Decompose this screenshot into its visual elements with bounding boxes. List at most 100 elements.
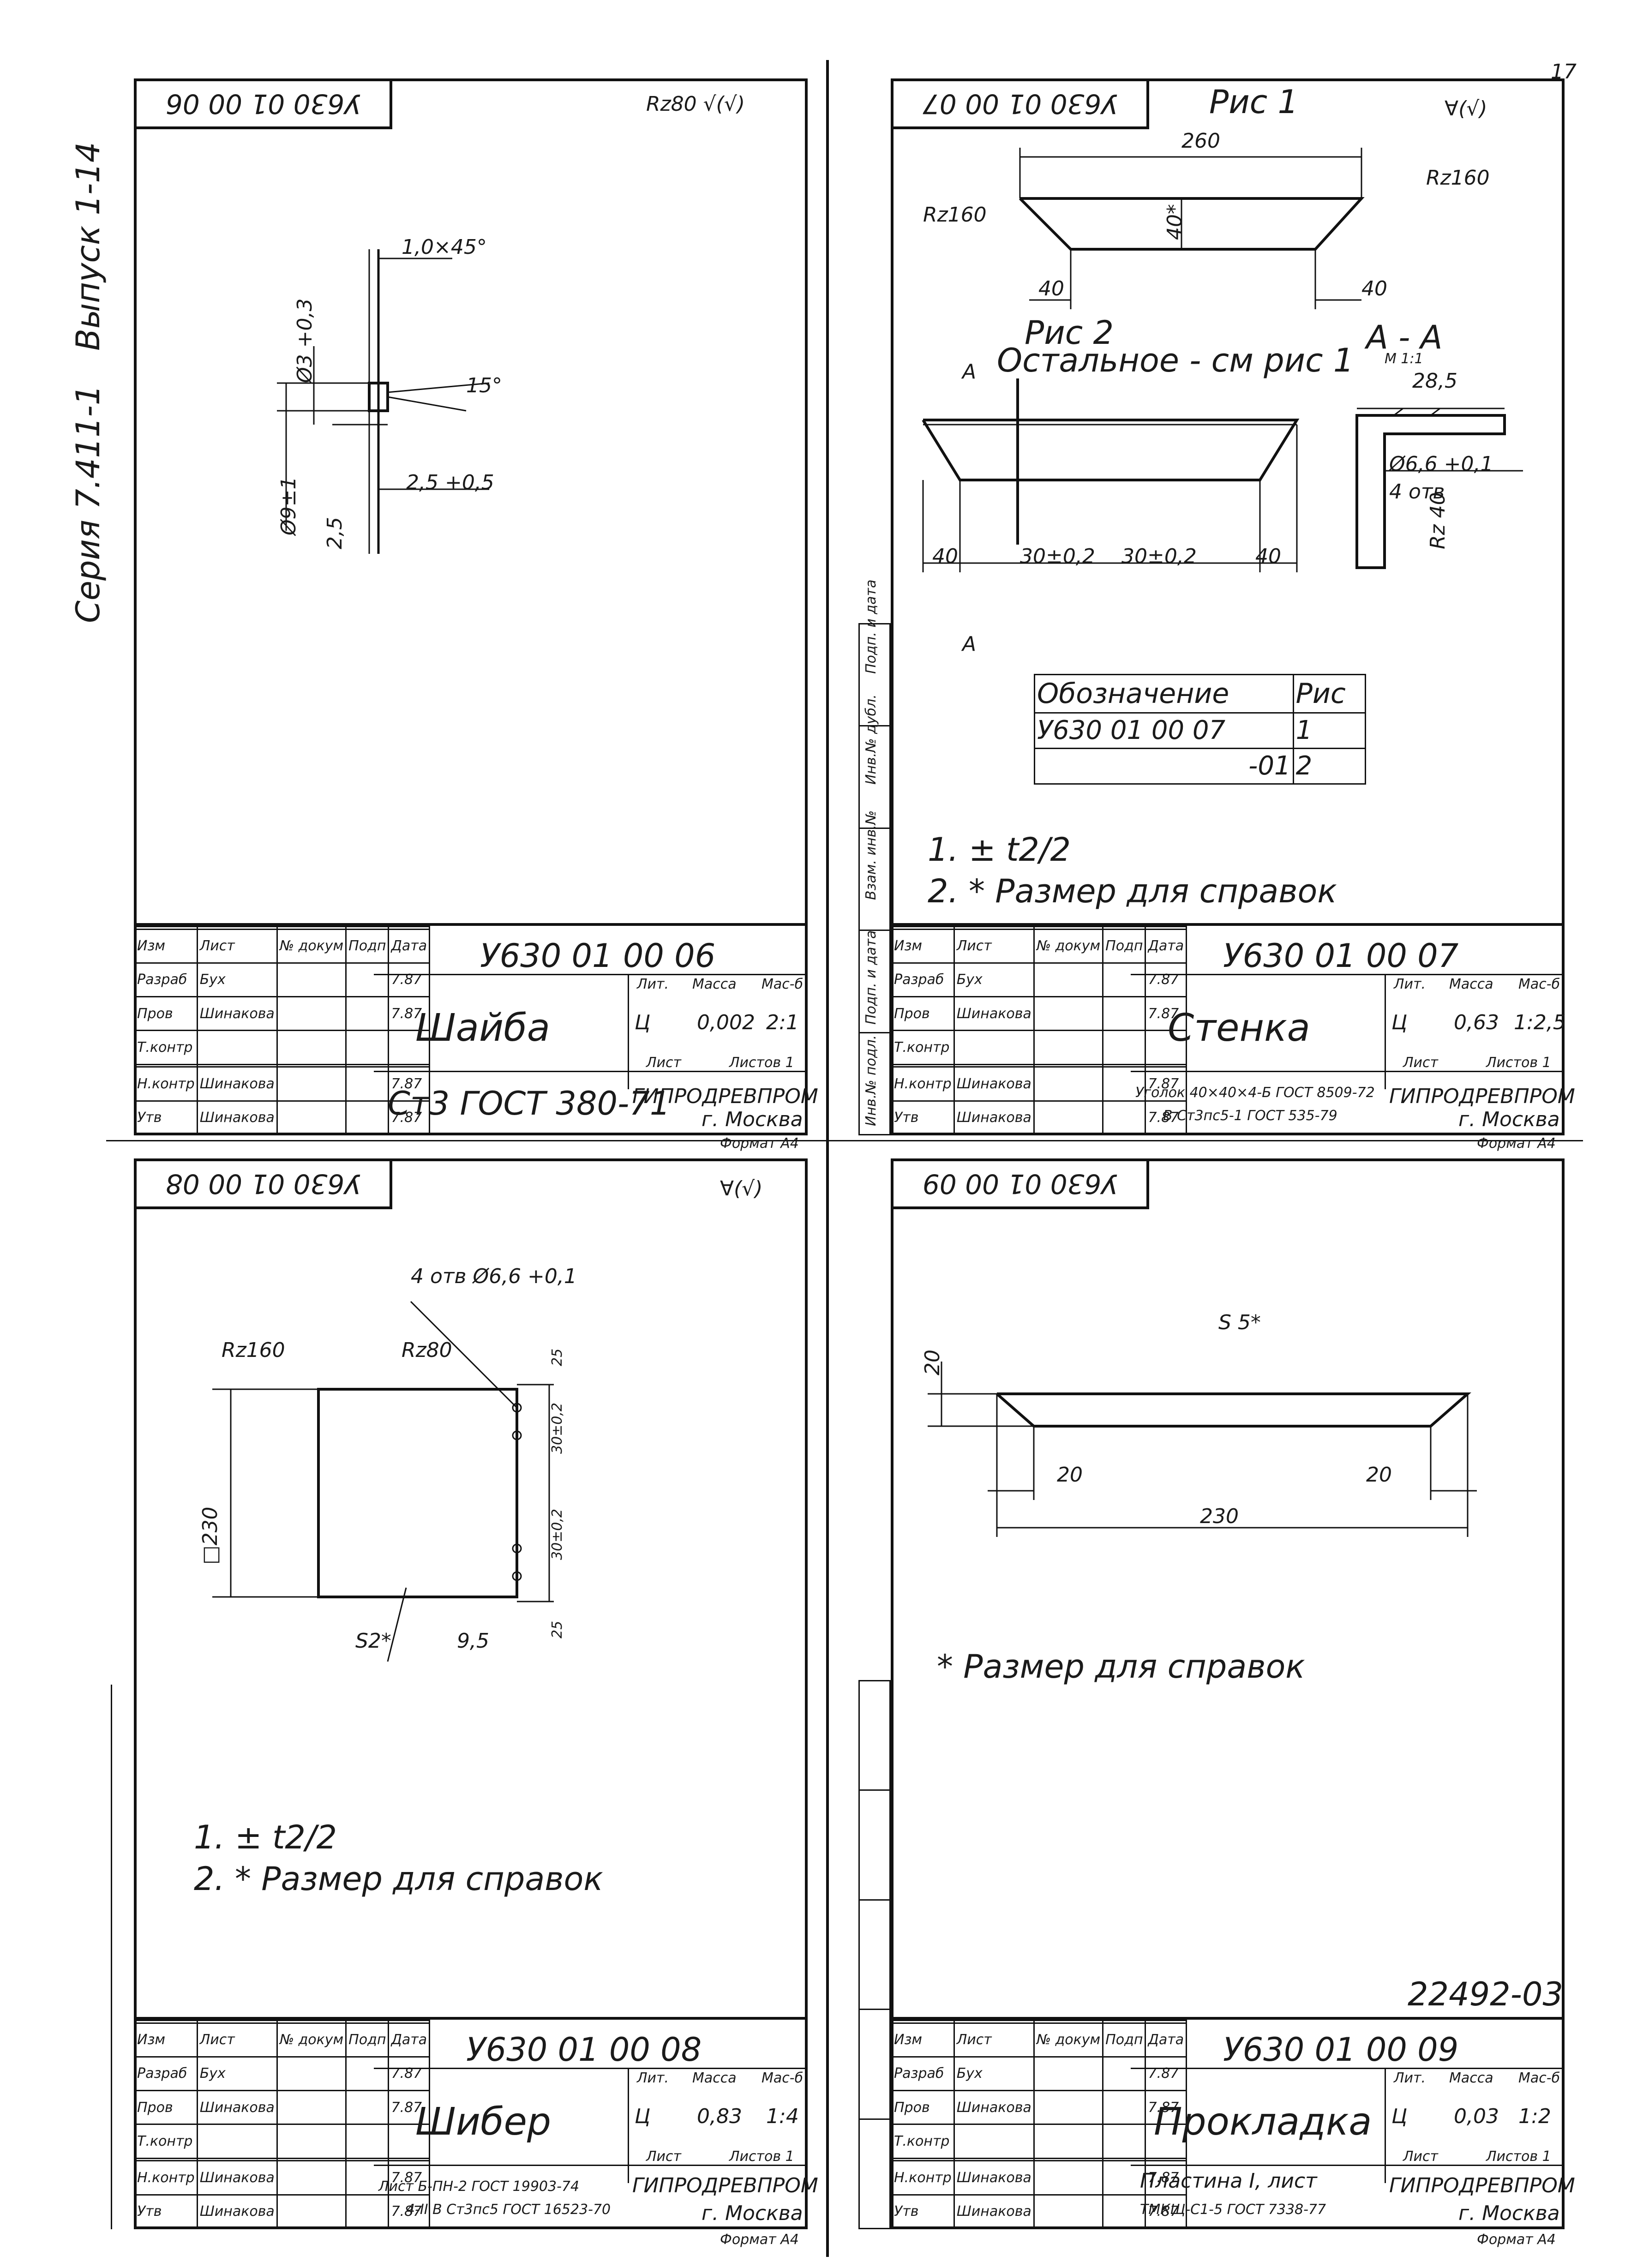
sheet-2-sheets-label: Листов 1 bbox=[1486, 1055, 1551, 1071]
sheet-4-org: ГИПРОДРЕВПРОМ bbox=[1389, 2174, 1575, 2197]
sheet-3-tb-sep1 bbox=[628, 2068, 629, 2183]
sheet-2-sheet-label: Лист bbox=[1403, 1055, 1439, 1071]
sheet-3-tb-mid bbox=[374, 2068, 808, 2069]
sheet-4-scale-label: Мас-б bbox=[1518, 2070, 1560, 2086]
sheet-1-sheets-label: Листов 1 bbox=[729, 1055, 794, 1071]
sheet-1-org: ГИПРОДРЕВПРОМ bbox=[632, 1085, 818, 1108]
variants-header-designation: Обозначение bbox=[1034, 674, 1294, 714]
sheet-2-lit-label: Лит. bbox=[1394, 976, 1426, 992]
issue-label: Выпуск 1-14 bbox=[69, 142, 107, 351]
sheet-1-tb-mat-line bbox=[374, 1071, 808, 1072]
sheet-1-name: Шайба bbox=[415, 1006, 551, 1050]
sheet-3-lit: Ц bbox=[635, 2105, 651, 2128]
sheet-2-code-box: У630 01 00 07 bbox=[891, 78, 1149, 129]
sheet-1-dim-chamfer: 1,0×45° bbox=[402, 235, 487, 259]
sheet-4-flipped-code: У630 01 00 09 bbox=[922, 1168, 1118, 1200]
sheet-3-mass-label: Масса bbox=[692, 2070, 737, 2086]
stamp-label-2: Взам. инв.№ bbox=[863, 810, 879, 900]
sheet-1-format: Формат А4 bbox=[720, 1135, 799, 1152]
sheet-2-fig1-drawing bbox=[1019, 148, 1365, 309]
sheet-1-lit: Ц bbox=[635, 1011, 651, 1034]
sheet-1-dim-outer: Ø9±1 bbox=[277, 476, 300, 536]
sheet-3-tb-mat-line bbox=[374, 2165, 808, 2166]
sheet-3-note-2: 2. * Размер для справок bbox=[194, 1860, 603, 1898]
sheet-4-material-1: Пластина I, лист bbox=[1140, 2169, 1317, 2193]
sheet-2-lit: Ц bbox=[1391, 1011, 1408, 1034]
sheet-2-city: г. Москва bbox=[1458, 1108, 1560, 1131]
sheet-2-dim-height: 40* bbox=[1163, 204, 1187, 240]
sheet-2-dim-40-left: 40 bbox=[1038, 277, 1064, 300]
sheet-4-mass-label: Масса bbox=[1449, 2070, 1493, 2086]
sheet-1-tb-mid bbox=[374, 974, 808, 975]
sheet-1-dim-angle: 15° bbox=[466, 374, 502, 397]
sheet-1-roughness: Rz80 √(√) bbox=[646, 92, 745, 116]
sheet-3-note-1: 1. ± t2/2 bbox=[194, 1818, 337, 1856]
sheet-2-dim-rz-right: Rz160 bbox=[1426, 166, 1490, 190]
sheet-3-format: Формат А4 bbox=[720, 2232, 799, 2248]
sheet-3-left-margin bbox=[111, 1685, 112, 2229]
sheet-4-mass: 0,03 bbox=[1454, 2105, 1499, 2128]
sheet-3-material-1: Лист Б-ПН-2 ГОСТ 19903-74 bbox=[378, 2178, 580, 2195]
sheet-2-roughness: ∀(√) bbox=[1445, 97, 1487, 120]
sheet-2-org: ГИПРОДРЕВПРОМ bbox=[1389, 1085, 1575, 1108]
sheet-1-washer-drawing bbox=[277, 249, 490, 554]
sheet-1-scale: 2:1 bbox=[766, 1011, 799, 1034]
sheet-1-lit-label: Лит. bbox=[637, 976, 669, 992]
stamp-label-4: Подп. и дата bbox=[863, 579, 879, 674]
sheet-3-flipped-code: У630 01 00 08 bbox=[165, 1168, 361, 1200]
sheet-2-material-2: В Ст3пс5-1 ГОСТ 535-79 bbox=[1163, 1108, 1337, 1124]
sheet-2-fig2-note: Остальное - см рис 1 bbox=[997, 342, 1354, 379]
sheet-2-cut-marker-bottom: А bbox=[962, 632, 977, 656]
sheet-2-cut-marker-top: А bbox=[962, 360, 977, 384]
sheet-1-dim-small: 2,5 bbox=[323, 517, 347, 549]
sheet-2-section-dim-0: 28,5 bbox=[1412, 369, 1457, 393]
sheet-2-mass: 0,63 bbox=[1454, 1011, 1499, 1034]
sheet-4-gasket-drawing bbox=[928, 1362, 1477, 1537]
sheet-4-dim-left: 20 bbox=[1057, 1463, 1083, 1487]
variants-row-0-fig: 1 bbox=[1292, 712, 1367, 749]
sheet-2-fig2-dim-0: 40 bbox=[932, 545, 958, 568]
sheet-2-tb-top bbox=[891, 923, 1565, 926]
sheet-3-dim-30-1: 30±0,2 bbox=[549, 1402, 565, 1454]
variants-row-1-fig: 2 bbox=[1292, 747, 1367, 785]
sheet-4-scale: 1:2 bbox=[1518, 2105, 1551, 2128]
sheet-2-tb-mid bbox=[1131, 974, 1565, 975]
sheet-2-stamp-column bbox=[858, 623, 891, 1136]
sheet-4-dim-right: 20 bbox=[1366, 1463, 1392, 1487]
sheet-3-dim-25-bottom: 25 bbox=[549, 1620, 565, 1638]
sheet-4-tb-sep1 bbox=[1385, 2068, 1386, 2183]
sheet-3-scale-label: Мас-б bbox=[762, 2070, 804, 2086]
sheet-2-tb-mat-line bbox=[1131, 1071, 1565, 1072]
sheet-4-designation: У630 01 00 09 bbox=[1223, 2031, 1459, 2069]
sheet-2-flipped-code: У630 01 00 07 bbox=[922, 88, 1118, 120]
variants-header-fig: Рис bbox=[1292, 674, 1367, 714]
sheet-2-dim-260: 260 bbox=[1181, 129, 1220, 153]
sheet-1-sheet-label: Лист bbox=[646, 1055, 682, 1071]
sheet-3-roughness: ∀(√) bbox=[720, 1177, 763, 1200]
sheet-1-tb-sep1 bbox=[628, 974, 629, 1089]
sheet-2-material-1: Уголок 40×40×4-Б ГОСТ 8509-72 bbox=[1135, 1085, 1375, 1101]
sheet-3-dim-30-2: 30±0,2 bbox=[549, 1508, 565, 1560]
variants-row-1-code: -01 bbox=[1034, 747, 1294, 785]
sheet-2-tb-sep1 bbox=[1385, 974, 1386, 1089]
sheet-3-org: ГИПРОДРЕВПРОМ bbox=[632, 2174, 818, 2197]
sheet-2-fig2-dim-2: 30±0,2 bbox=[1121, 545, 1197, 568]
sheet-4-dim-height: 20 bbox=[921, 1350, 944, 1375]
sheet-3-dim-rz160: Rz160 bbox=[222, 1338, 285, 1362]
sheet-4-code-box: У630 01 00 09 bbox=[891, 1158, 1149, 1209]
center-divider bbox=[826, 60, 829, 2257]
middle-divider bbox=[106, 1140, 1583, 1141]
sheet-2-fig2-drawing bbox=[922, 378, 1300, 572]
sheet-3-code-box: У630 01 00 08 bbox=[134, 1158, 392, 1209]
sheet-2-section-dim-3: Rz 40 bbox=[1426, 492, 1450, 549]
sheet-3-dim-25-top: 25 bbox=[549, 1348, 565, 1366]
sheet-4-lit-label: Лит. bbox=[1394, 2070, 1426, 2086]
sheet-2-note-2: 2. * Размер для справок bbox=[928, 872, 1337, 910]
sheet-3-dim-size: □230 bbox=[198, 1506, 222, 1565]
stamp-label-3: Инв.№ дубл. bbox=[863, 694, 879, 785]
sheet-1-tb-top bbox=[134, 923, 808, 926]
sheet-4-dim-length: 230 bbox=[1200, 1505, 1239, 1528]
